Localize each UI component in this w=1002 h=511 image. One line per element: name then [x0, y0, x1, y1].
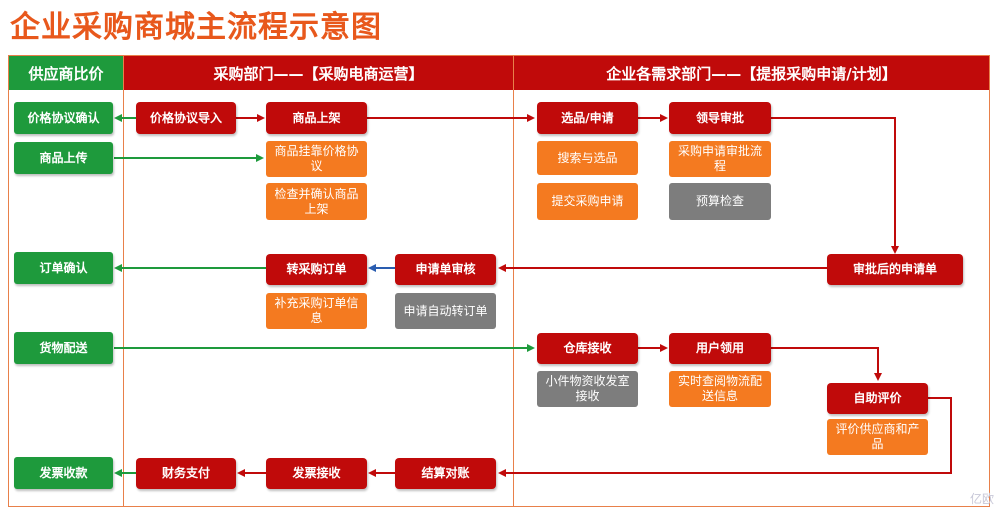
node-request-review: 申请单审核: [395, 254, 496, 285]
node-self-eval: 自助评价: [827, 383, 928, 414]
watermark-logo: 亿欧: [969, 492, 994, 506]
node-leader-approval: 领导审批: [669, 102, 771, 134]
node-request-flow: 采购申请审批流程: [669, 141, 771, 177]
node-goods-delivery: 货物配送: [14, 332, 113, 364]
lane-header-procurement: 采购部门——【采购电商运营】: [124, 56, 513, 90]
lane-header-demand: 企业各需求部门——【提报采购申请/计划】: [514, 56, 989, 90]
node-goods-listing: 商品上架: [266, 102, 367, 134]
node-warehouse-receive: 仓库接收: [537, 333, 638, 364]
node-search-select: 搜索与选品: [537, 141, 638, 175]
node-select-request: 选品/申请: [537, 102, 638, 134]
node-invoice-receive: 发票收款: [14, 457, 113, 489]
node-order-confirm: 订单确认: [14, 252, 113, 284]
arrow-approval-to-approved: [771, 117, 899, 254]
node-user-pickup: 用户领用: [669, 333, 771, 364]
lane-header-supplier: 供应商比价: [9, 56, 123, 90]
node-invoice-accept: 发票接收: [266, 458, 367, 489]
node-budget-check: 预算检查: [669, 183, 771, 220]
node-small-items: 小件物资收发室接收: [537, 371, 638, 407]
node-check-confirm-listing: 检查并确认商品上架: [266, 183, 367, 220]
node-goods-upload: 商品上传: [14, 142, 113, 174]
arrow-user-to-eval: [771, 347, 882, 381]
node-price-import: 价格协议导入: [136, 102, 236, 134]
lane-demand: [513, 55, 990, 507]
node-convert-po: 转采购订单: [266, 254, 367, 285]
node-settlement: 结算对账: [395, 458, 496, 489]
node-goods-link-price: 商品挂靠价格协议: [266, 141, 367, 177]
node-finance-pay: 财务支付: [136, 458, 236, 489]
node-tracking: 实时查阅物流配送信息: [669, 371, 771, 407]
node-auto-convert: 申请自动转订单: [395, 293, 496, 329]
node-approved-request: 审批后的申请单: [827, 254, 963, 285]
node-supplement-po: 补充采购订单信息: [266, 293, 367, 329]
page-title: 企业采购商城主流程示意图: [10, 10, 382, 45]
arrow-eval-to-settlement: [498, 397, 952, 477]
node-price-confirm: 价格协议确认: [14, 102, 113, 134]
node-eval-supplier: 评价供应商和产品: [827, 419, 928, 455]
node-submit-request: 提交采购申请: [537, 183, 638, 220]
